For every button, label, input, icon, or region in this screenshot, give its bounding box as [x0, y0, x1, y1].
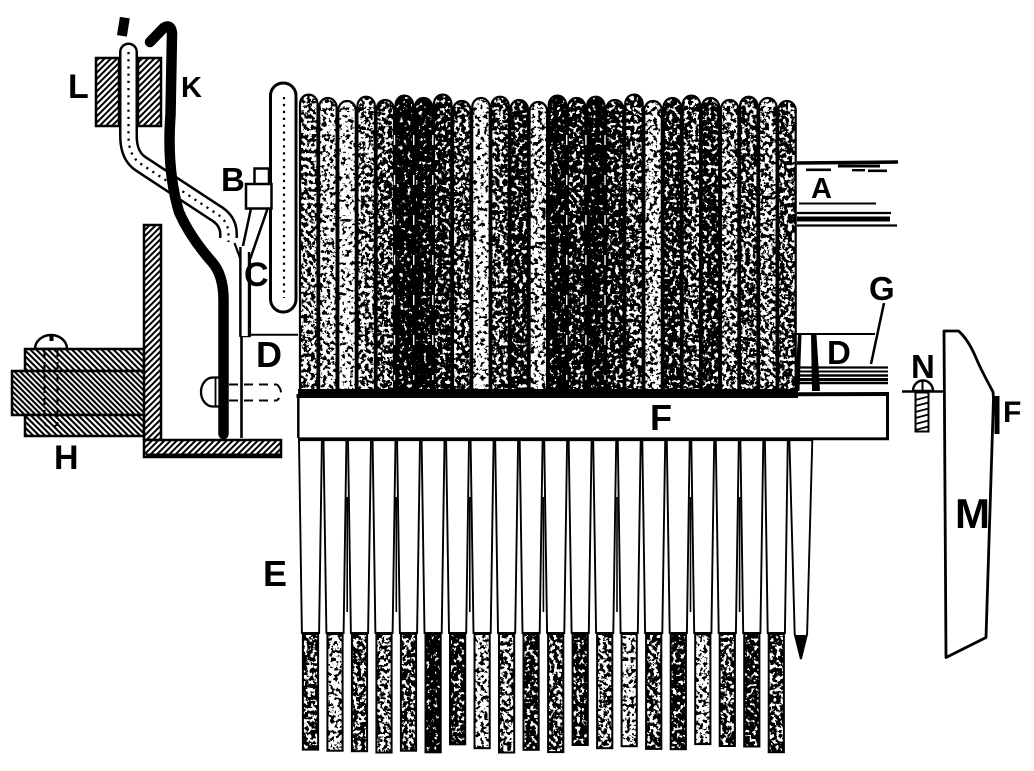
- svg-text:F: F: [1003, 396, 1021, 429]
- svg-text:F: F: [650, 397, 672, 438]
- svg-text:C: C: [244, 256, 269, 294]
- svg-text:G: G: [869, 270, 895, 307]
- svg-text:B: B: [221, 161, 245, 198]
- svg-text:K: K: [181, 72, 202, 104]
- svg-text:A: A: [811, 173, 832, 205]
- svg-text:D: D: [827, 334, 851, 371]
- svg-text:H: H: [54, 439, 79, 477]
- svg-text:E: E: [263, 553, 287, 594]
- svg-text:D: D: [256, 334, 282, 375]
- svg-text:L: L: [68, 68, 89, 106]
- svg-text:N: N: [911, 348, 935, 385]
- svg-text:M: M: [955, 490, 990, 537]
